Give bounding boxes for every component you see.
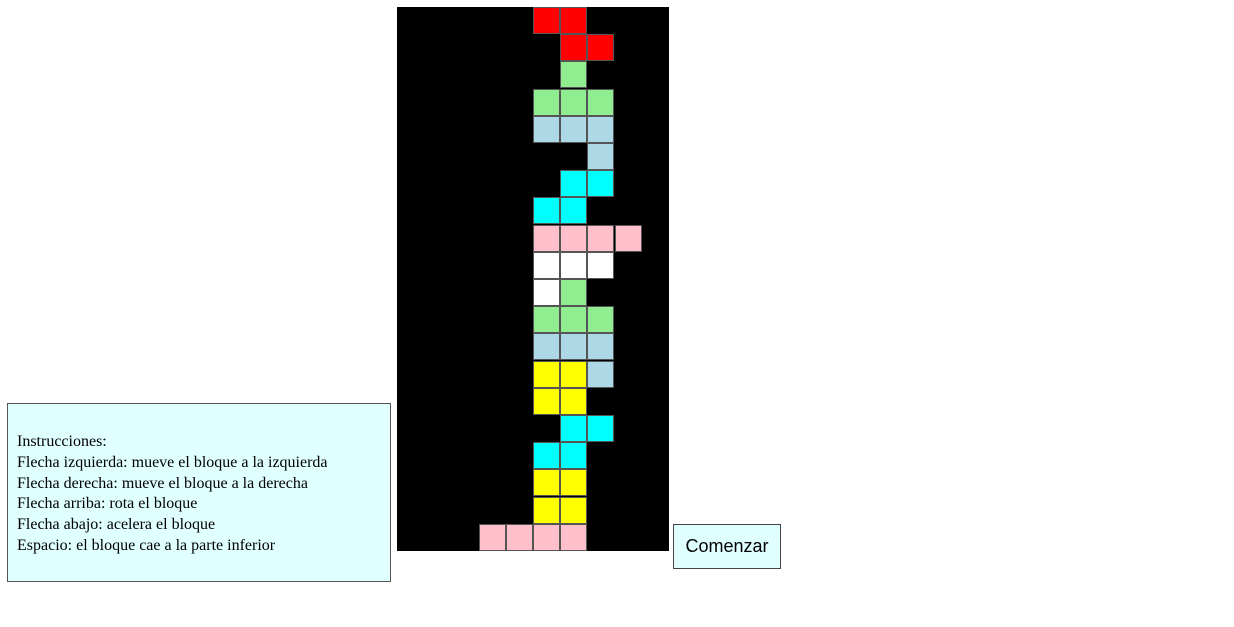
board-cell-pink [560, 225, 587, 252]
board-cell-cyan [533, 442, 560, 469]
instruction-line-up: Flecha arriba: rota el bloque [17, 495, 198, 513]
board-cell-cyan [560, 442, 587, 469]
board-cell-lightgreen [560, 61, 587, 88]
instructions-panel: Instrucciones: Flecha izquierda: mueve e… [7, 403, 391, 582]
board-cell-cyan [560, 197, 587, 224]
board-cell-lightblue [587, 116, 614, 143]
instructions-title: Instrucciones: [17, 433, 107, 450]
board-cell-white [560, 252, 587, 279]
board-cell-pink [560, 524, 587, 551]
board-cell-lightblue [560, 116, 587, 143]
board-cell-lightgreen [587, 89, 614, 116]
board-cell-lightgreen [560, 279, 587, 306]
board-cell-white [533, 279, 560, 306]
board-cell-lightgreen [560, 89, 587, 116]
board-cell-lightgreen [533, 89, 560, 116]
board-cell-yellow [560, 361, 587, 388]
board-cell-pink [479, 524, 506, 551]
board-cell-red [560, 7, 587, 34]
board-cell-pink [533, 225, 560, 252]
board-cell-yellow [533, 361, 560, 388]
board-cell-pink [587, 225, 614, 252]
board-cell-yellow [533, 497, 560, 524]
board-cell-lightblue [587, 143, 614, 170]
board-cell-cyan [560, 170, 587, 197]
board-cell-lightblue [533, 333, 560, 360]
instruction-line-right: Flecha derecha: mueve el bloque a la der… [17, 474, 308, 492]
instruction-line-down: Flecha abajo: acelera el bloque [17, 516, 216, 534]
instruction-line-left: Flecha izquierda: mueve el bloque a la i… [17, 453, 328, 471]
board-cell-cyan [560, 415, 587, 442]
board-cell-red [533, 7, 560, 34]
board-cell-pink [615, 225, 642, 252]
board-cell-yellow [533, 388, 560, 415]
board-cell-red [587, 34, 614, 61]
board-cell-lightblue [587, 333, 614, 360]
board-cell-yellow [533, 469, 560, 496]
board-cell-white [587, 252, 614, 279]
board-cell-pink [533, 524, 560, 551]
board-cell-cyan [587, 415, 614, 442]
board-cell-yellow [560, 469, 587, 496]
board-cell-lightblue [560, 333, 587, 360]
instruction-line-space: Espacio: el bloque cae a la parte inferi… [17, 536, 276, 554]
board-cell-lightblue [587, 361, 614, 388]
board-cell-lightgreen [587, 306, 614, 333]
board-cell-lightgreen [533, 306, 560, 333]
board-cell-yellow [560, 388, 587, 415]
board-cell-white [533, 252, 560, 279]
board-cell-red [560, 34, 587, 61]
board-cell-lightblue [533, 116, 560, 143]
board-cell-pink [506, 524, 533, 551]
board-cell-lightgreen [560, 306, 587, 333]
board-cell-yellow [560, 497, 587, 524]
board-cell-cyan [533, 197, 560, 224]
game-board[interactable] [397, 7, 669, 551]
board-cell-cyan [587, 170, 614, 197]
start-button[interactable]: Comenzar [673, 524, 781, 569]
